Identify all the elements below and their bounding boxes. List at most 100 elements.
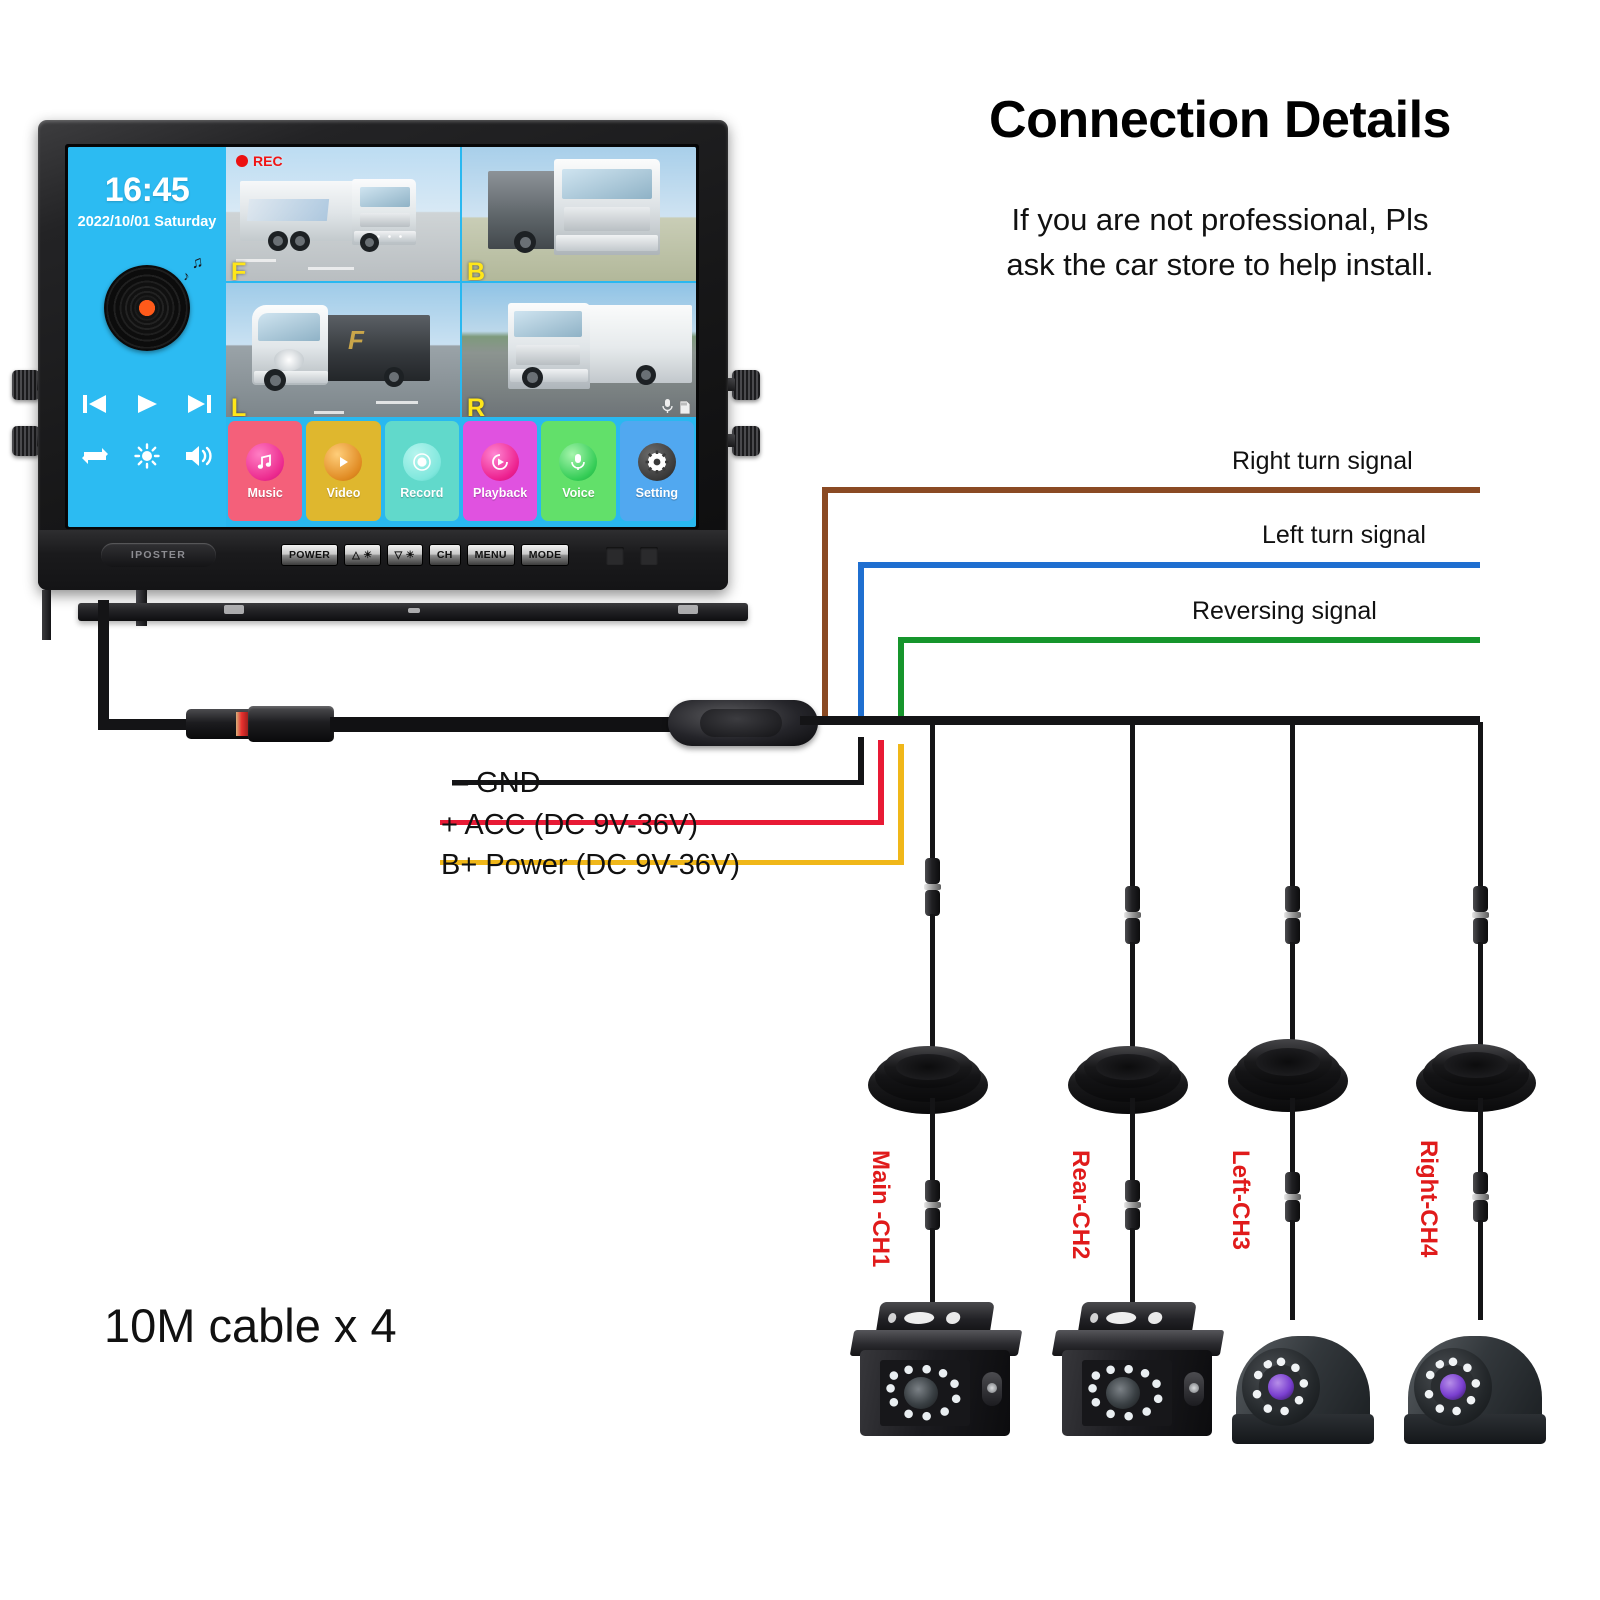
key-channel[interactable]: CH	[428, 544, 461, 566]
microphone-icon	[662, 399, 673, 413]
monitor-screen[interactable]: 16:45 2022/10/01 Saturday ♫♪	[68, 147, 696, 527]
camera-pigtail-ch1	[930, 1098, 935, 1218]
camera-drop-ch3	[1290, 722, 1295, 892]
light-sensor-window	[640, 547, 658, 565]
next-track-icon[interactable]	[186, 393, 212, 415]
cable-coil-ch1	[868, 1042, 988, 1128]
connector-ch4-camera	[1472, 1172, 1489, 1230]
camera-cable-ch2-lower	[1130, 942, 1135, 1054]
key-down-brightness[interactable]: ▽ ☀	[386, 544, 423, 566]
camera-lens-glass-ch3	[1268, 1374, 1294, 1400]
monitor-cable-horizontal	[98, 719, 198, 730]
monitor-plug-pins	[236, 712, 250, 736]
media-options-row	[68, 443, 226, 469]
camera-drop-ch2	[1130, 722, 1135, 892]
harness-junction-ring	[700, 709, 782, 737]
channel-label-ch3: Left-CH3	[1227, 1150, 1254, 1250]
app-label-video: Video	[326, 485, 361, 500]
cable-quantity-note: 10M cable x 4	[104, 1299, 397, 1352]
connector-ch4	[1472, 886, 1489, 944]
app-tile-playback[interactable]: Playback	[462, 421, 538, 521]
rec-label: REC	[253, 153, 283, 169]
brightness-icon[interactable]	[134, 443, 160, 469]
camera-lead-ch3	[1290, 1220, 1295, 1320]
vinyl-record-icon	[104, 265, 190, 351]
camera-lens-glass-ch4	[1440, 1374, 1466, 1400]
connector-ch3	[1284, 886, 1301, 944]
mount-knob-right-upper[interactable]	[725, 370, 760, 400]
monitor-unit: 16:45 2022/10/01 Saturday ♫♪	[12, 120, 760, 640]
mount-knob-upper[interactable]	[12, 370, 47, 400]
monitor-socket-body	[248, 706, 334, 742]
key-up-brightness[interactable]: △ ☀	[344, 544, 381, 566]
label-reversing-signal: Reversing signal	[1192, 597, 1377, 625]
connector-ch3-camera	[1284, 1172, 1301, 1230]
video-play-icon	[324, 442, 363, 481]
subtitle-line-2: ask the car store to help install.	[1006, 246, 1434, 282]
mount-knob-right-lower[interactable]	[725, 426, 760, 456]
camera-bus-trunk	[800, 716, 1480, 725]
subtitle-line-1: If you are not professional, Pls	[1011, 202, 1429, 237]
key-glyph-up: △ ☀	[352, 549, 373, 561]
camera-unit-ch3	[1228, 1318, 1378, 1454]
play-icon[interactable]	[135, 393, 159, 415]
gear-icon	[637, 442, 676, 481]
repeat-icon[interactable]	[80, 444, 110, 468]
label-right-turn-signal: Right turn signal	[1232, 447, 1413, 475]
label-bpower: B+ Power (DC 9V-36V)	[441, 849, 740, 881]
key-mode[interactable]: MODE	[520, 544, 570, 566]
previous-track-icon[interactable]	[82, 393, 108, 415]
voice-mic-icon	[559, 442, 598, 481]
camera-view-front[interactable]: REC F	[226, 147, 460, 281]
wire-bpower-vertical	[898, 744, 904, 864]
app-tile-setting[interactable]: Setting	[619, 421, 694, 521]
connector-ch2-camera	[1124, 1180, 1141, 1238]
key-glyph-down: ▽ ☀	[394, 549, 415, 561]
app-tile-music[interactable]: Music	[228, 421, 303, 521]
camera-view-right[interactable]: R	[462, 283, 696, 417]
quadrant-label-left: L	[231, 394, 247, 418]
app-tile-record[interactable]: Record	[384, 421, 459, 521]
label-left-turn-signal: Left turn signal	[1262, 521, 1426, 549]
page-title-block: Connection Details	[900, 90, 1540, 150]
stand-arm-left	[42, 590, 51, 640]
camera-drop-ch4	[1478, 722, 1483, 892]
key-menu[interactable]: MENU	[466, 544, 515, 566]
camera-faceplate-ch2	[1082, 1360, 1172, 1426]
status-icons	[661, 398, 692, 415]
mount-knob-lower[interactable]	[12, 426, 47, 456]
camera-view-back[interactable]: B	[462, 147, 696, 281]
rec-indicator: REC	[236, 153, 283, 169]
camera-pigtail-ch3	[1290, 1098, 1295, 1218]
key-power[interactable]: POWER	[281, 544, 339, 566]
quadrant-label-front: F	[231, 258, 247, 282]
camera-hinge-ch1	[982, 1372, 1002, 1406]
music-notes-icon: ♫♪	[181, 253, 205, 284]
date-display: 2022/10/01 Saturday	[77, 214, 217, 230]
camera-ir-leds-ch2	[1086, 1364, 1168, 1422]
camera-drop-ch1	[930, 722, 935, 862]
volume-icon[interactable]	[184, 444, 214, 468]
clock-display: 16:45	[104, 171, 190, 209]
media-transport-row	[68, 393, 226, 415]
camera-unit-ch4	[1400, 1318, 1550, 1454]
camera-hinge-ch2	[1184, 1372, 1204, 1406]
stand-base-bar	[78, 603, 748, 621]
quad-camera-grid: REC F B	[226, 147, 696, 417]
wire-acc-vertical	[878, 740, 884, 824]
ir-sensor-window	[606, 547, 624, 565]
camera-view-left[interactable]: F L	[226, 283, 460, 417]
app-launcher-bar: Music Video	[226, 417, 696, 527]
connector-ch1-camera	[924, 1180, 941, 1238]
connector-ch2	[1124, 886, 1141, 944]
quadrant-label-right: R	[467, 394, 486, 418]
camera-pigtail-ch2	[1130, 1098, 1135, 1218]
app-tile-voice[interactable]: Voice	[541, 421, 616, 521]
camera-lead-ch4	[1478, 1220, 1483, 1320]
cable-coil-ch3	[1228, 1036, 1348, 1122]
app-label-setting: Setting	[635, 485, 678, 500]
camera-pigtail-ch4	[1478, 1098, 1483, 1218]
app-tile-video[interactable]: Video	[306, 421, 381, 521]
wire-right-turn-horizontal	[822, 487, 1480, 493]
channel-label-ch2: Rear-CH2	[1067, 1150, 1094, 1260]
